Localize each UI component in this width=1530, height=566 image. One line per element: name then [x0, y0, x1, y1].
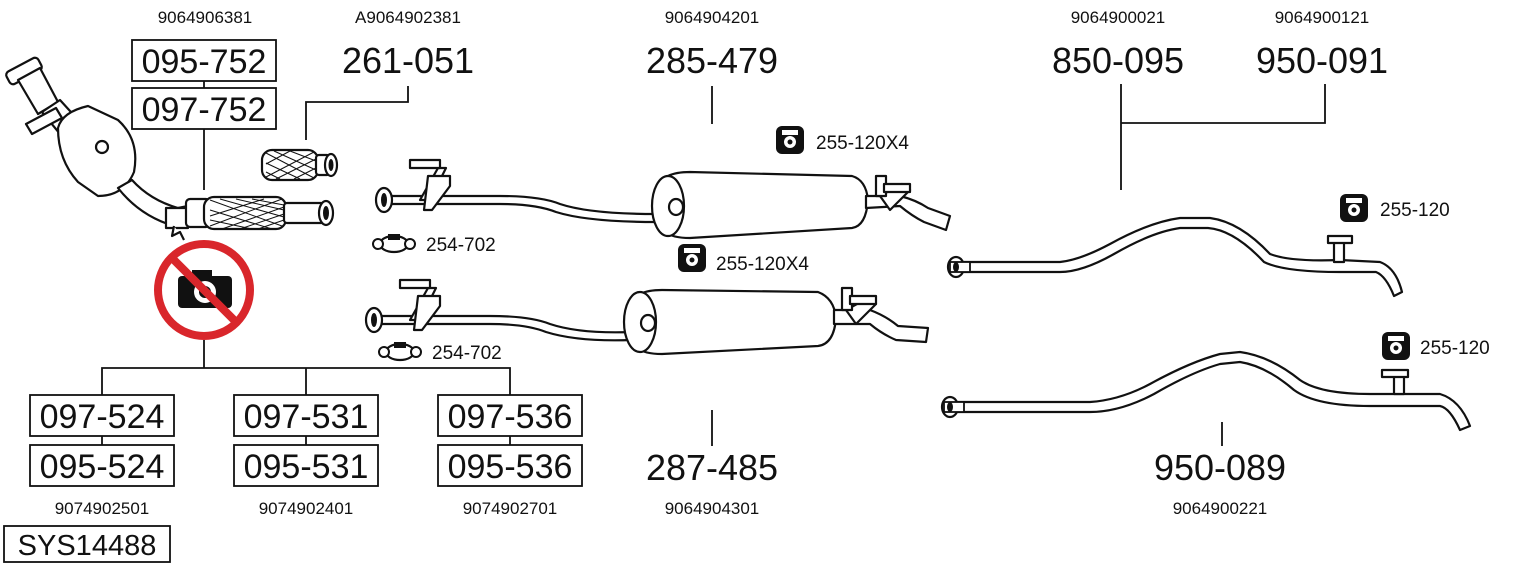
rear-pipe-top-drawing	[946, 216, 1404, 298]
cat-part-box-a	[131, 39, 277, 82]
rear-pipe-bottom-drawing	[940, 350, 1472, 432]
oem-cat-top: 9064906381	[158, 8, 253, 27]
hanger-mid-bottom-label[interactable]: 255-120X4	[716, 254, 809, 275]
cat-flex-pipe-drawing	[184, 195, 335, 231]
system-code[interactable]: SYS14488	[18, 530, 157, 562]
rubber-hanger-icon	[776, 126, 804, 154]
oem-rear-bottom: 9064900221	[1173, 499, 1268, 518]
oem-dpf-1: 9074902501	[55, 499, 150, 518]
oem-rear-right-top: 9064900121	[1275, 8, 1370, 27]
dpf-part-2b[interactable]: 095-531	[244, 448, 369, 486]
cat-part-a[interactable]: 095-752	[142, 43, 267, 81]
oem-dpf-2: 9074902401	[259, 499, 354, 518]
system-code-box	[3, 525, 171, 563]
mid-muffler-bottom-drawing	[364, 278, 930, 356]
clamp-top-label[interactable]: 254-702	[426, 235, 496, 256]
oem-mid-top: 9064904201	[665, 8, 760, 27]
dpf-box-2b	[233, 444, 379, 487]
hanger-rear-top-label[interactable]: 255-120	[1380, 200, 1450, 221]
rear-top-left-part[interactable]: 850-095	[1052, 40, 1184, 81]
rubber-hanger-icon	[1340, 194, 1368, 222]
clamp-bottom-label[interactable]: 254-702	[432, 343, 502, 364]
hanger-mid-top-label[interactable]: 255-120X4	[816, 133, 909, 154]
dpf-box-1a	[29, 394, 175, 437]
mid-muffler-top-drawing	[374, 158, 952, 240]
rear-top-right-part[interactable]: 950-091	[1256, 40, 1388, 81]
dpf-box-3a	[437, 394, 583, 437]
pipe-clamp-icon	[372, 234, 416, 254]
dpf-part-2a[interactable]: 097-531	[244, 398, 369, 436]
dpf-box-3b	[437, 444, 583, 487]
dpf-box-1b	[29, 444, 175, 487]
oem-rear-left-top: 9064900021	[1071, 8, 1166, 27]
flex-pipe-drawing	[260, 148, 339, 182]
oem-mid-bottom: 9064904301	[665, 499, 760, 518]
dpf-part-3a[interactable]: 097-536	[448, 398, 573, 436]
flex-part[interactable]: 261-051	[342, 40, 474, 81]
cat-part-b[interactable]: 097-752	[142, 91, 267, 129]
oem-dpf-3: 9074902701	[463, 499, 558, 518]
connector-line	[1121, 84, 1326, 124]
dpf-part-3b[interactable]: 095-536	[448, 448, 573, 486]
dpf-box-2a	[233, 394, 379, 437]
oem-flex-top: A9064902381	[355, 8, 461, 27]
catalyst-drawing	[5, 56, 190, 241]
rear-bottom-part[interactable]: 950-089	[1154, 447, 1286, 488]
dpf-part-1b[interactable]: 095-524	[40, 448, 165, 486]
rubber-hanger-icon	[1382, 332, 1410, 360]
mid-top-part[interactable]: 285-479	[646, 40, 778, 81]
no-photo-icon	[154, 240, 254, 340]
connector-line	[305, 86, 409, 140]
dpf-part-1a[interactable]: 097-524	[40, 398, 165, 436]
cat-part-box-b	[131, 87, 277, 130]
pipe-clamp-icon	[378, 342, 422, 362]
rubber-hanger-icon	[678, 244, 706, 272]
mid-bottom-part[interactable]: 287-485	[646, 447, 778, 488]
hanger-rear-bottom-label[interactable]: 255-120	[1420, 338, 1490, 359]
